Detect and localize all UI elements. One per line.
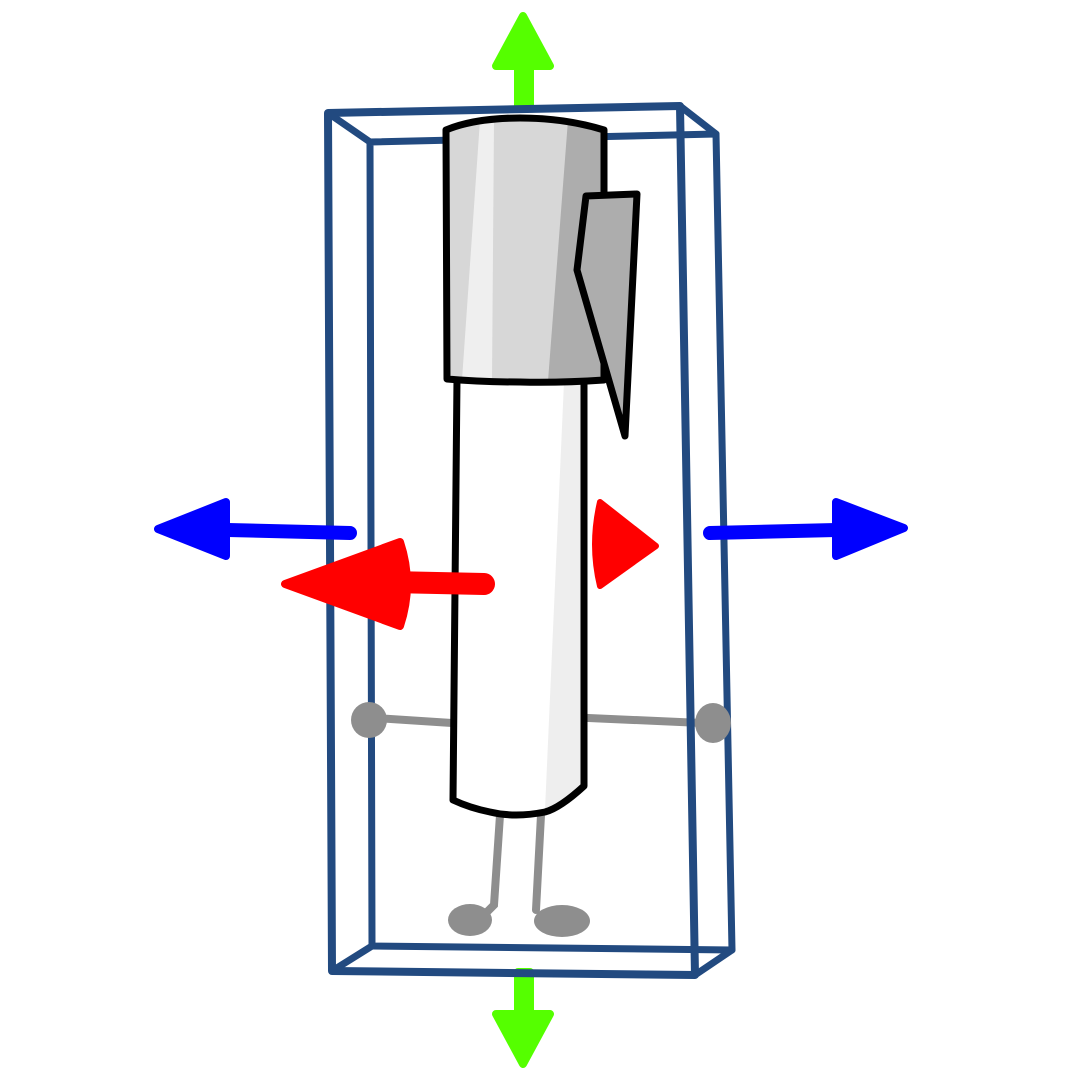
left-foot	[448, 904, 492, 936]
left-arm	[372, 714, 456, 727]
z-axis-left-head[interactable]	[154, 498, 230, 560]
z-axis-right-shaft[interactable]	[703, 523, 843, 540]
bounding-box-connectors	[324, 102, 736, 979]
right-hand	[695, 703, 731, 743]
z-axis-right-arrow[interactable]	[703, 498, 908, 560]
x-axis-gizmo[interactable]	[281, 499, 659, 630]
character-limbs	[351, 702, 731, 937]
z-axis-right-head[interactable]	[832, 498, 908, 560]
left-hand	[351, 702, 387, 738]
pen-cap-character-icon[interactable]	[442, 114, 641, 819]
y-axis-up-shaft[interactable]	[514, 62, 534, 112]
x-axis-near-arrow[interactable]	[281, 538, 495, 630]
right-arm	[562, 713, 706, 727]
x-axis-near-head[interactable]	[281, 538, 411, 630]
cap-highlight	[462, 120, 494, 380]
bounding-box-front	[324, 102, 736, 979]
cap-clip-outline	[573, 190, 641, 440]
left-leg	[480, 811, 504, 919]
x-axis-far-arrow[interactable]	[592, 499, 659, 589]
z-axis-left-arrow[interactable]	[154, 498, 357, 560]
y-axis-down-arrow[interactable]	[492, 968, 554, 1068]
right-foot	[534, 905, 590, 937]
z-axis-gizmo[interactable]	[154, 498, 908, 560]
cap-clip	[577, 194, 637, 436]
y-axis-up-arrow[interactable]	[492, 12, 554, 112]
x-axis-far-head[interactable]	[592, 499, 659, 589]
right-leg	[532, 811, 545, 914]
y-axis-gizmo[interactable]	[492, 12, 554, 1068]
character-body-outline	[449, 374, 588, 819]
cap-outline	[442, 114, 608, 386]
y-axis-down-head[interactable]	[492, 1010, 554, 1068]
y-axis-up-head[interactable]	[492, 12, 554, 70]
y-axis-down-shaft[interactable]	[514, 968, 534, 1018]
character-body-shade	[545, 382, 584, 810]
z-axis-left-shaft[interactable]	[221, 523, 357, 540]
